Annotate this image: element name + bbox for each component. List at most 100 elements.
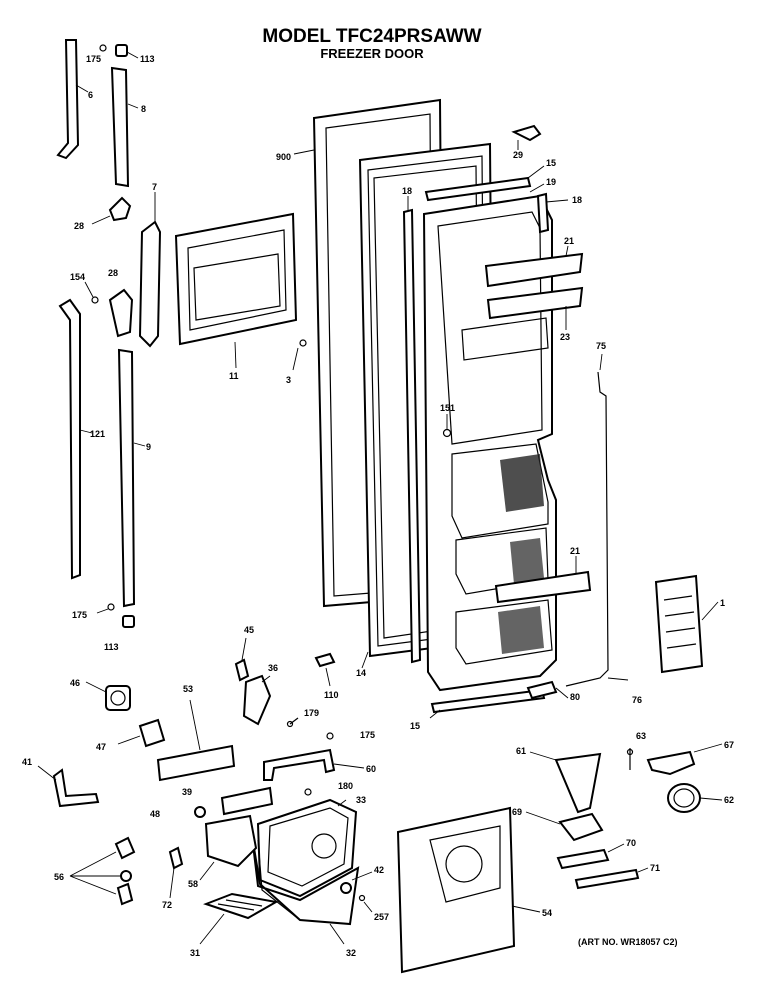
part-label: 47 — [96, 742, 106, 752]
trim-6 — [56, 39, 89, 160]
part-label: 61 — [516, 746, 526, 756]
part-label: 36 — [268, 663, 278, 673]
part-label: 11 — [229, 371, 239, 381]
part-label: 121 — [90, 429, 105, 439]
screw-175-top — [99, 44, 107, 52]
plate-53 — [156, 699, 236, 782]
panel-11 — [174, 212, 298, 369]
bracket-41 — [37, 765, 100, 808]
part-label: 41 — [22, 757, 32, 767]
part-label: 3 — [286, 375, 291, 385]
shelf-21-lower — [494, 556, 592, 604]
bar-15-top — [424, 165, 545, 202]
part-label: 58 — [188, 879, 198, 889]
tray-31 — [199, 892, 279, 945]
part-label: 900 — [276, 152, 291, 162]
ring-62 — [667, 783, 723, 813]
screw-151 — [442, 414, 452, 438]
screw-3 — [292, 339, 307, 371]
part-label: 7 — [152, 182, 157, 192]
part-label: 154 — [70, 272, 85, 282]
part-label: 151 — [440, 403, 455, 413]
bracket-28-upper — [91, 196, 132, 225]
part-label: 76 — [632, 695, 642, 705]
part-label: 179 — [304, 708, 319, 718]
part-label: 18 — [402, 186, 412, 196]
part-label: 39 — [182, 787, 192, 797]
part-47 — [117, 718, 166, 748]
part-45 — [234, 637, 250, 682]
part-label: 15 — [410, 721, 420, 731]
art-number: (ART NO. WR18057 C2) — [578, 937, 678, 947]
part-label: 21 — [570, 546, 580, 556]
bracket-58 — [199, 814, 258, 881]
part-label: 75 — [596, 341, 606, 351]
inner-door-liner — [422, 194, 557, 692]
rail-8 — [110, 66, 139, 188]
parts-56 — [69, 836, 136, 906]
screw-175-mid — [326, 732, 334, 740]
part-label: 6 — [88, 90, 93, 100]
housing-32 — [251, 835, 360, 945]
screw-257 — [358, 894, 373, 913]
part-label: 53 — [183, 684, 193, 694]
handle-7 — [138, 192, 162, 348]
part-label: 69 — [512, 807, 522, 817]
knob-110 — [314, 652, 336, 687]
part-label: 18 — [572, 195, 582, 205]
shelf-21-upper — [484, 245, 584, 288]
part-label: 21 — [564, 236, 574, 246]
model-title: MODEL TFC24PRSAWW — [262, 26, 481, 47]
part-labels: 175 113 6 8 7 28 28 154 11 3 121 9 175 1… — [22, 54, 734, 958]
diagram-subtitle: FREEZER DOOR — [320, 46, 424, 61]
part-label: 113 — [140, 54, 155, 64]
part-label: 113 — [104, 642, 119, 652]
part-label: 110 — [324, 690, 339, 700]
screw-175-bottom — [96, 603, 115, 614]
part-label: 33 — [356, 795, 366, 805]
part-label: 31 — [190, 948, 200, 958]
part-label: 46 — [70, 678, 80, 688]
part-label: 71 — [650, 863, 660, 873]
chute-61 — [529, 751, 602, 814]
part-label: 175 — [86, 54, 101, 64]
bar-15-bottom — [429, 688, 546, 719]
part-label: 15 — [546, 158, 556, 168]
part-label: 67 — [724, 740, 734, 750]
part-label: 28 — [108, 268, 118, 278]
part-label: 29 — [513, 150, 523, 160]
part-label: 60 — [366, 764, 376, 774]
instruction-card-1 — [654, 574, 719, 674]
plate-39 — [220, 786, 274, 816]
part-label: 257 — [374, 912, 389, 922]
part-label: 32 — [346, 948, 356, 958]
strip-71 — [574, 867, 649, 890]
part-63 — [626, 748, 634, 770]
strip-18-right — [536, 192, 569, 234]
part-69 — [525, 811, 604, 842]
rail-9 — [117, 348, 146, 608]
screw-179 — [286, 717, 299, 728]
part-label: 19 — [546, 177, 556, 187]
clip-113-top — [115, 44, 139, 59]
part-label: 80 — [570, 692, 580, 702]
part-label: 28 — [74, 221, 84, 231]
part-label: 8 — [141, 104, 146, 114]
part-label: 14 — [356, 668, 366, 678]
screw-180 — [304, 788, 312, 796]
part-label: 23 — [560, 332, 570, 342]
part-label: 56 — [54, 872, 64, 882]
part-label: 62 — [724, 795, 734, 805]
shelf-23 — [486, 286, 584, 330]
trim-121 — [58, 298, 93, 580]
part-label: 180 — [338, 781, 353, 791]
part-label: 45 — [244, 625, 254, 635]
part-label: 9 — [146, 442, 151, 452]
part-label: 54 — [542, 908, 552, 918]
tube-75-76 — [565, 353, 629, 687]
screw-154 — [84, 281, 99, 304]
part-label: 72 — [162, 900, 172, 910]
part-label: 70 — [626, 838, 636, 848]
part-label: 175 — [360, 730, 375, 740]
